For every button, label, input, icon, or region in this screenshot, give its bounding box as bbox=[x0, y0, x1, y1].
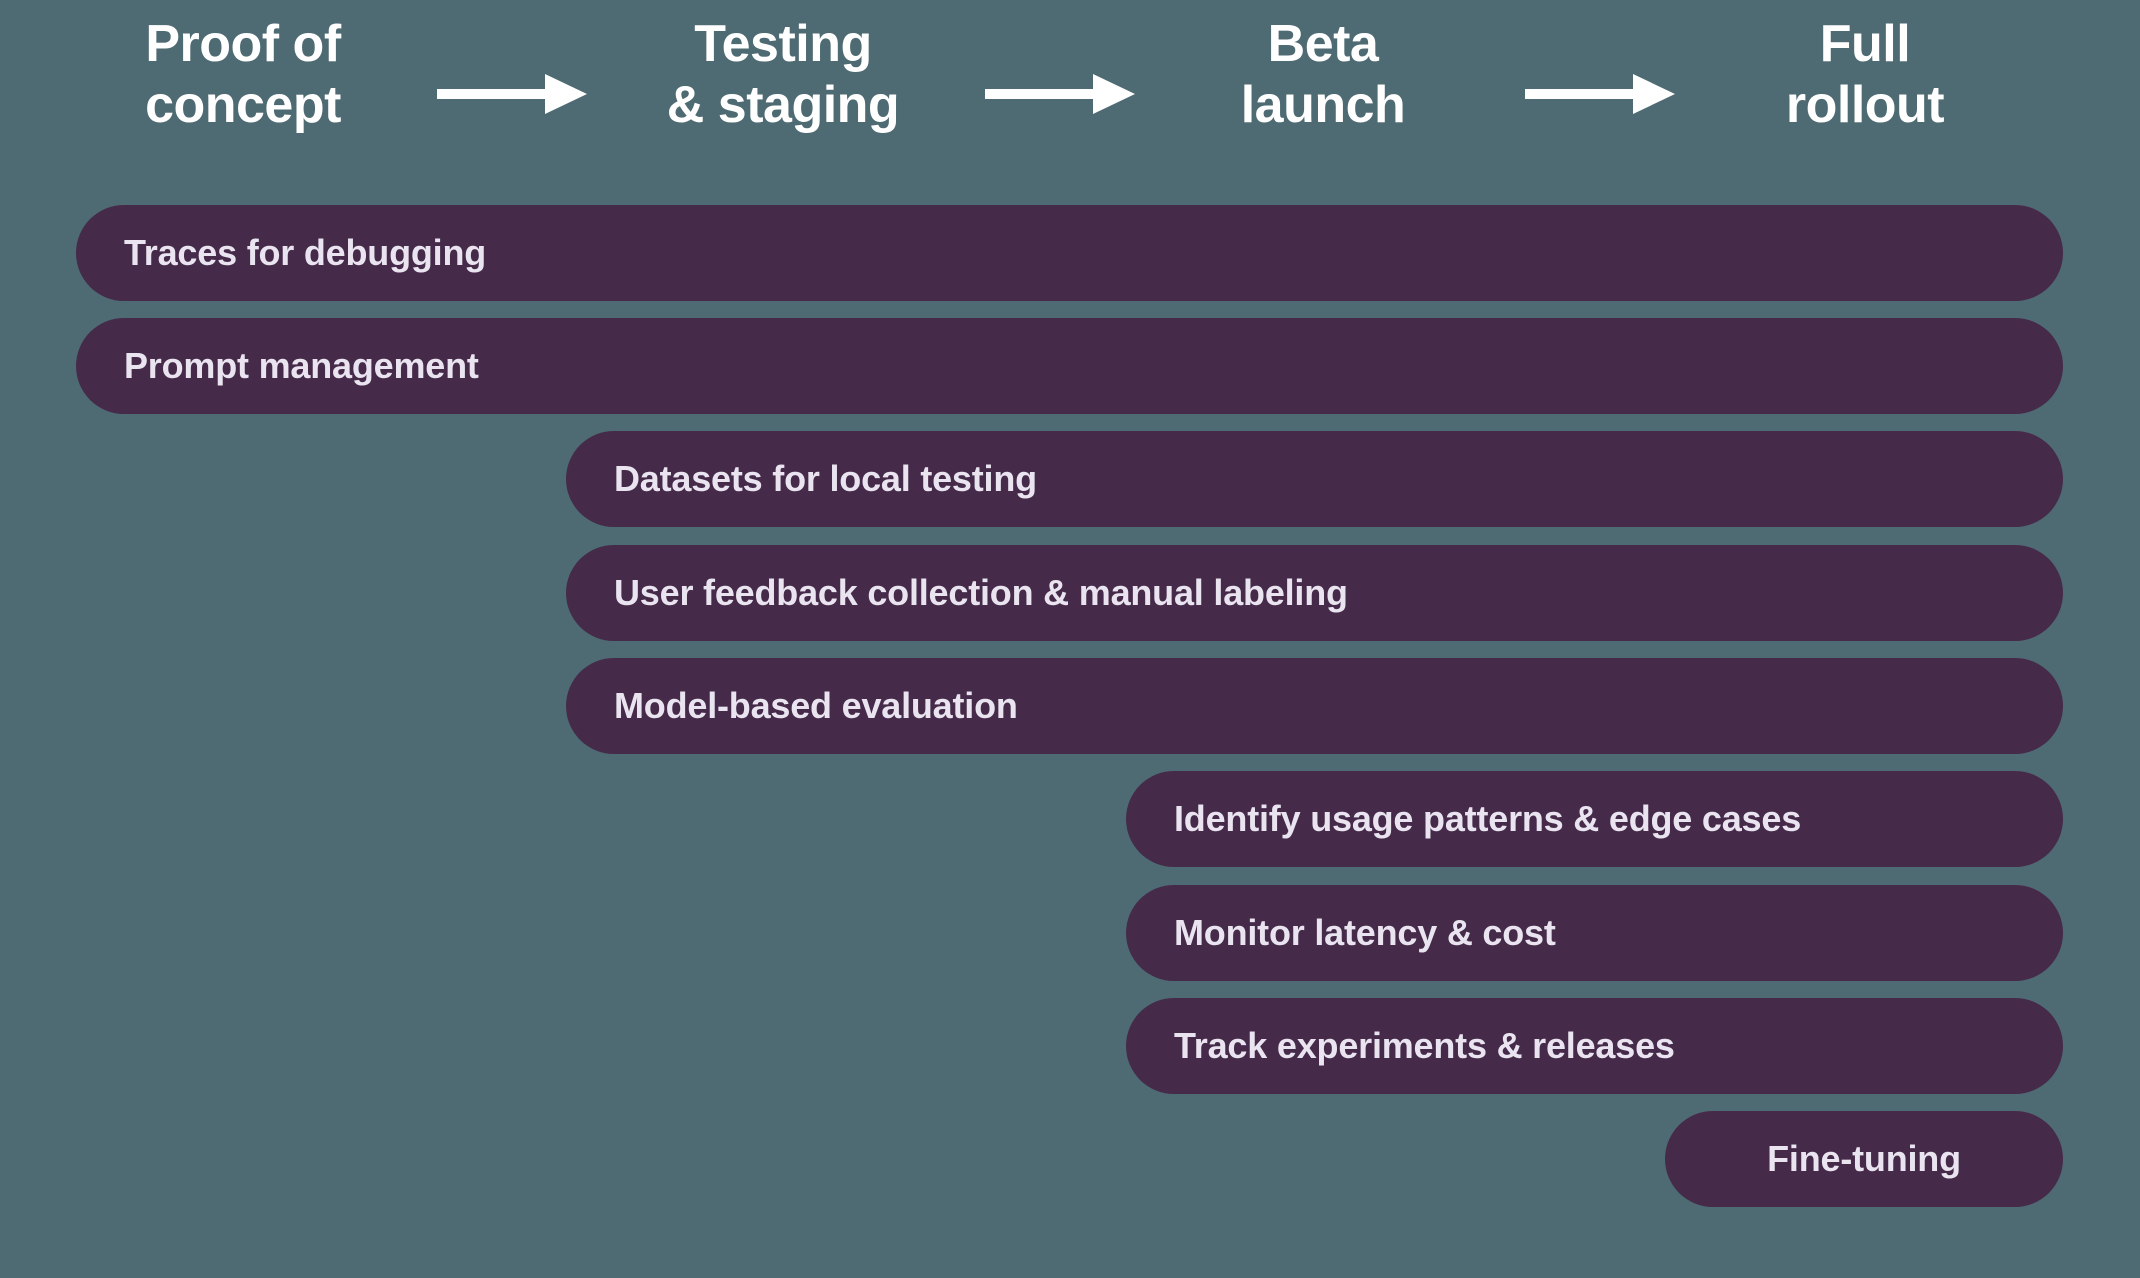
phase-label-full-rollout: Full rollout bbox=[1785, 15, 1945, 134]
capability-bar[interactable]: Track experiments & releases bbox=[1126, 998, 2063, 1094]
capability-bar[interactable]: Identify usage patterns & edge cases bbox=[1126, 771, 2063, 867]
capability-bar-label: Model-based evaluation bbox=[614, 685, 1018, 726]
capability-bar-label: Traces for debugging bbox=[124, 232, 487, 273]
capability-bar[interactable]: Traces for debugging bbox=[76, 205, 2063, 301]
phase-label-proof-of-concept: Proof of concept bbox=[145, 15, 341, 134]
capability-bar-label: Prompt management bbox=[124, 345, 479, 386]
phase-label-beta-launch: Beta launch bbox=[1240, 15, 1406, 134]
arrow-right-icon bbox=[437, 72, 587, 116]
capability-bar-label: Fine-tuning bbox=[1767, 1138, 1961, 1179]
capability-bar-label: Identify usage patterns & edge cases bbox=[1174, 798, 1802, 839]
arrow-right-icon bbox=[985, 72, 1135, 116]
capability-bar[interactable]: User feedback collection & manual labeli… bbox=[566, 545, 2063, 641]
capability-bar-label: Datasets for local testing bbox=[614, 458, 1037, 499]
capability-bar-label: Track experiments & releases bbox=[1174, 1025, 1675, 1066]
capability-bar[interactable]: Prompt management bbox=[76, 318, 2063, 414]
capability-bar[interactable]: Datasets for local testing bbox=[566, 431, 2063, 527]
capability-bar-label: Monitor latency & cost bbox=[1174, 912, 1556, 953]
capability-bar[interactable]: Model-based evaluation bbox=[566, 658, 2063, 754]
phase-timeline: Proof of concept Testing & staging Beta … bbox=[0, 0, 2140, 180]
capability-bar[interactable]: Fine-tuning bbox=[1665, 1111, 2063, 1207]
capability-bar[interactable]: Monitor latency & cost bbox=[1126, 885, 2063, 981]
arrow-right-icon bbox=[1525, 72, 1675, 116]
phase-label-testing-and-staging: Testing & staging bbox=[666, 15, 900, 134]
capability-bar-label: User feedback collection & manual labeli… bbox=[614, 572, 1348, 613]
